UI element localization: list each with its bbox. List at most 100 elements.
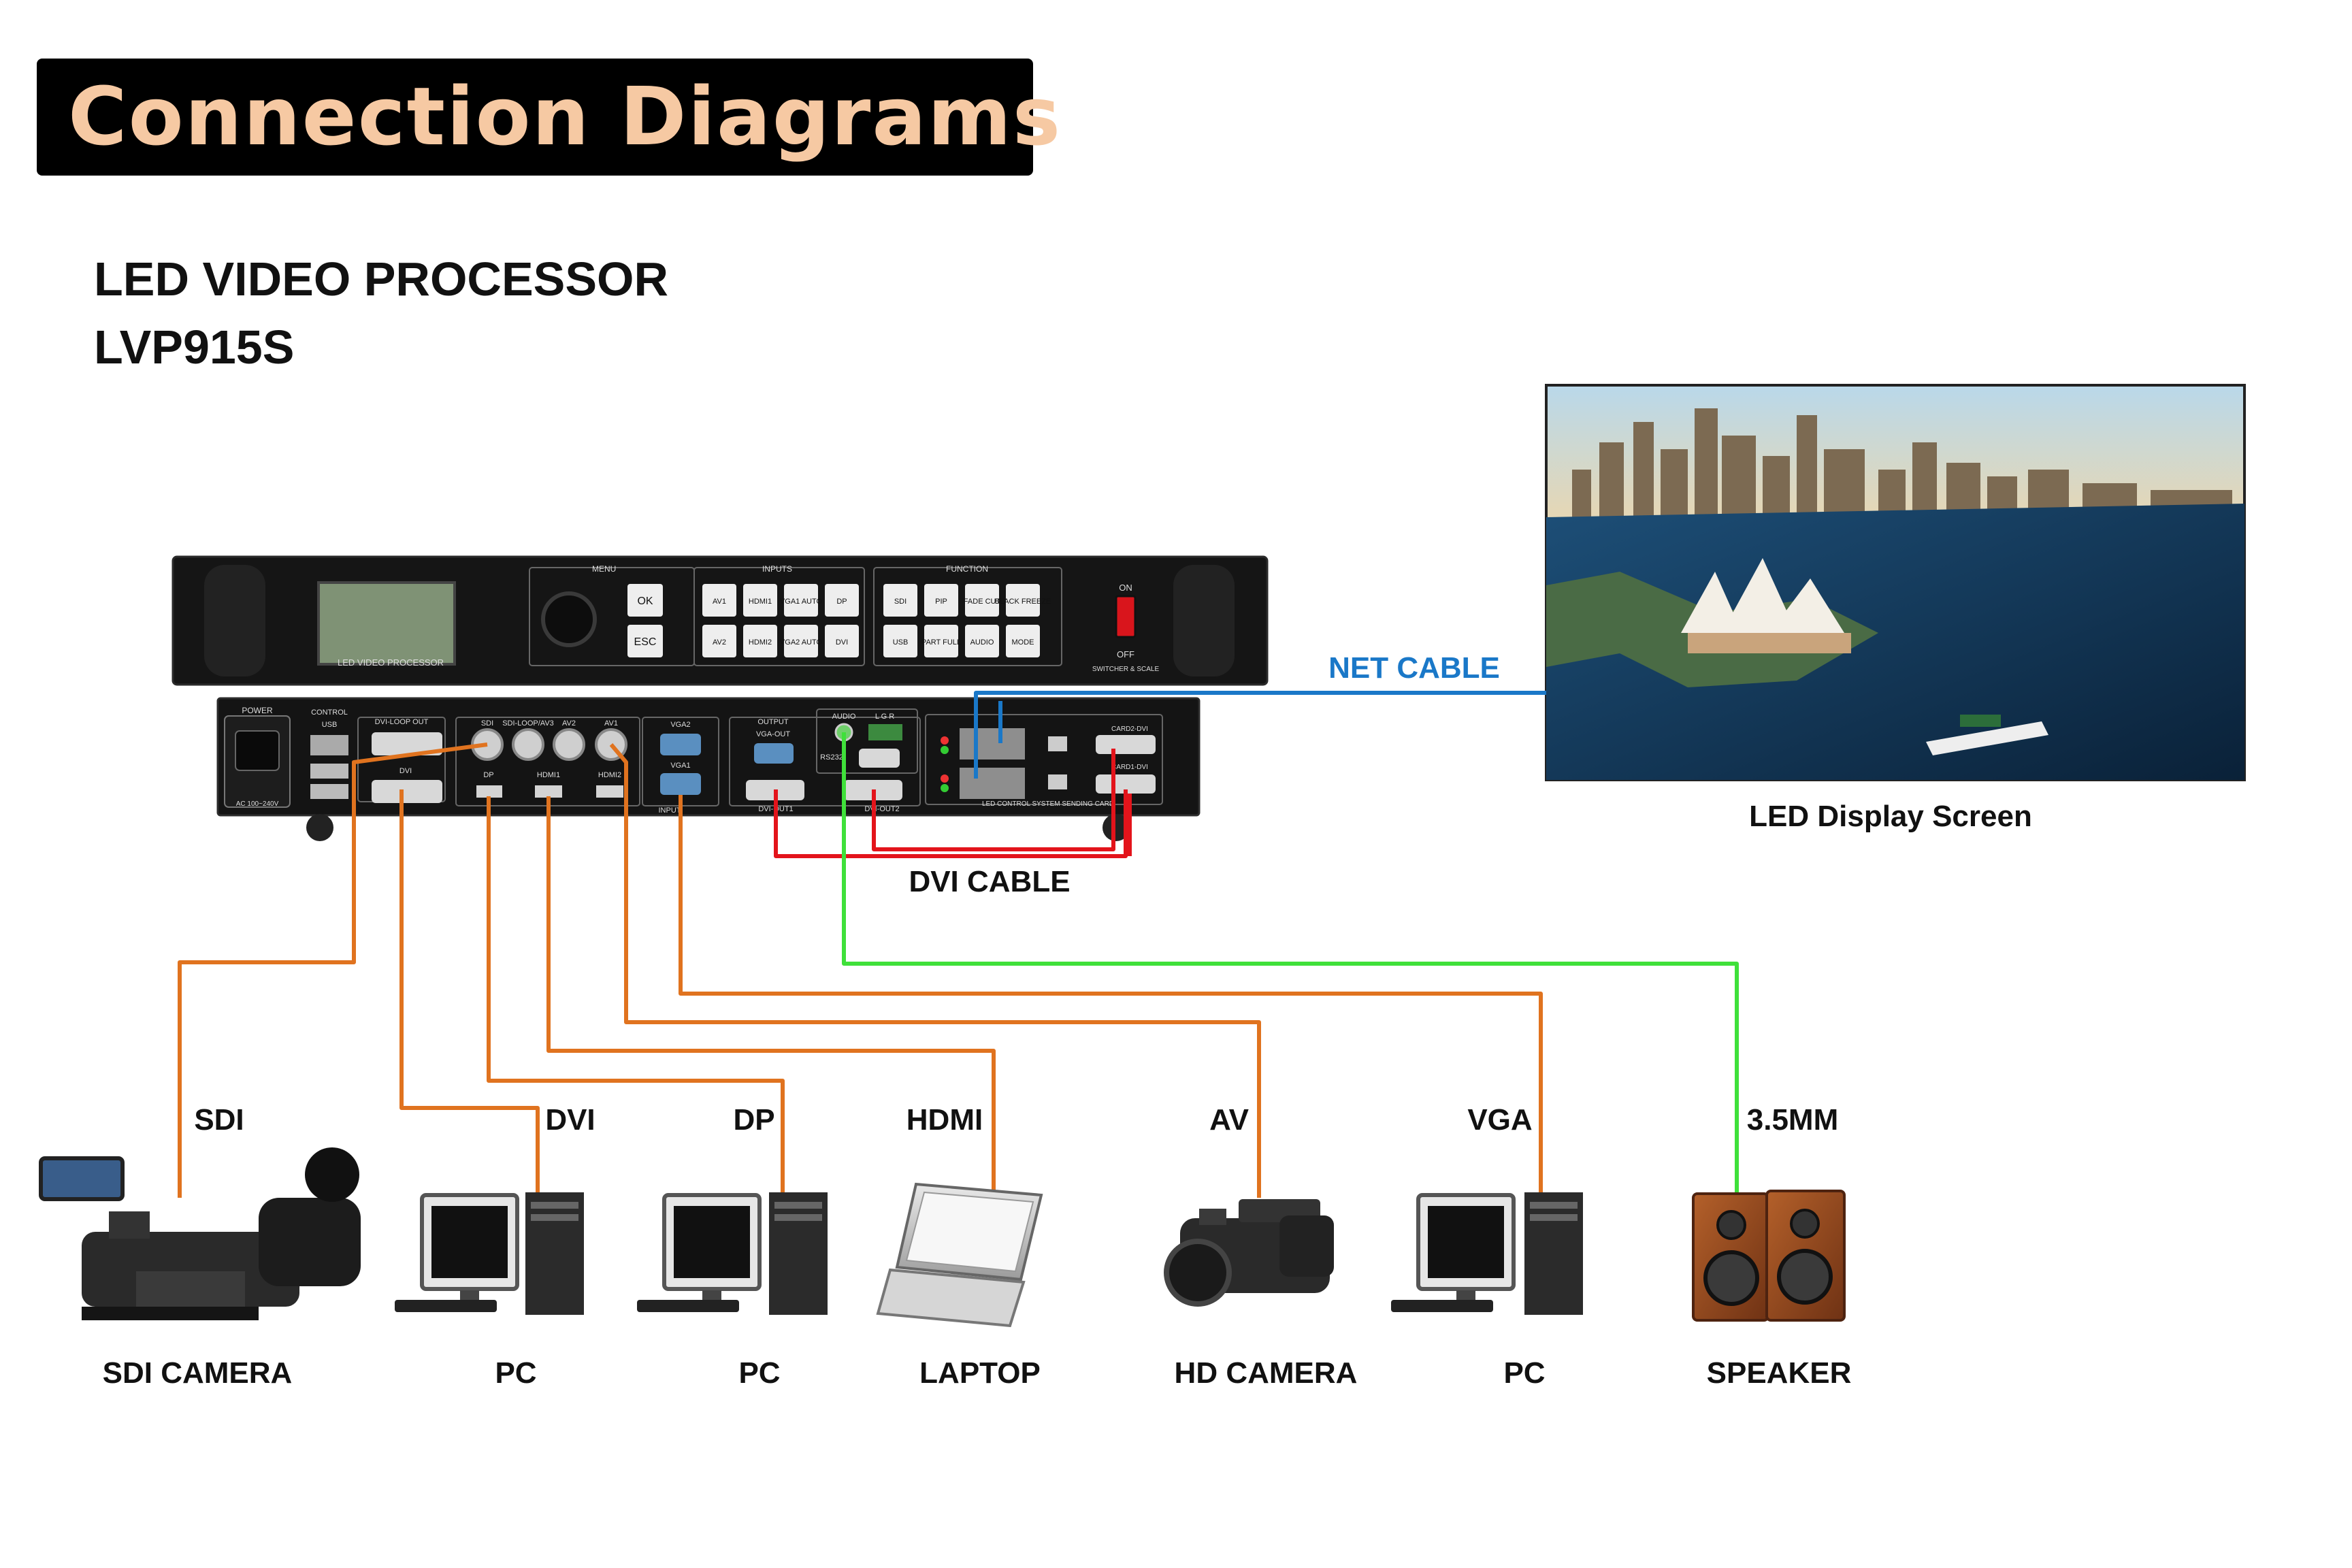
port-label-dvi: DVI: [545, 1103, 595, 1137]
input-button-0[interactable]: [702, 584, 736, 617]
page-title: Connection Diagrams: [68, 69, 1062, 163]
card2-dvi-label: CARD2-DVI: [1111, 725, 1148, 733]
function-button-6[interactable]: [965, 625, 999, 657]
usb-port-1[interactable]: [310, 764, 348, 779]
device-label-pc-2: PC: [738, 1356, 780, 1390]
hdmi2-port[interactable]: [596, 785, 623, 798]
vga-out-port[interactable]: [754, 743, 794, 764]
function-button-label-7: MODE: [1012, 638, 1034, 647]
dvi-out2-label: DVI-OUT2: [864, 805, 899, 813]
rs232-label: RS232: [820, 753, 843, 762]
opera-house: [1681, 558, 1844, 633]
usb-b-port-card2[interactable]: [1048, 736, 1067, 751]
audio-lr-label: L G R: [875, 713, 894, 721]
input-button-label-2: VGA1 AUTO: [780, 598, 823, 606]
led-screen-label: LED Display Screen: [1749, 800, 2032, 833]
function-button-2[interactable]: [965, 584, 999, 617]
dp-cable: [487, 796, 785, 1198]
card1-dvi-port[interactable]: [1096, 774, 1156, 794]
input-button-6[interactable]: [784, 625, 818, 657]
hdmi1-port[interactable]: [535, 785, 562, 798]
port-label-hdmi: HDMI: [906, 1103, 983, 1137]
input-button-1[interactable]: [743, 584, 777, 617]
input-button-5[interactable]: [743, 625, 777, 657]
port-label-dp: DP: [733, 1103, 774, 1137]
subtitle-line-2: LVP915S: [94, 321, 295, 374]
led-display-screen: [1545, 384, 2246, 781]
function-button-label-1: PIP: [935, 598, 947, 606]
port-label-vga: VGA: [1467, 1103, 1532, 1137]
usb-port-2[interactable]: [310, 784, 348, 799]
function-button-3[interactable]: [1006, 584, 1040, 617]
device-label-laptop: LAPTOP: [919, 1356, 1041, 1390]
vga-out-label: VGA-OUT: [756, 730, 790, 738]
vga1-port[interactable]: [660, 773, 701, 795]
menu-knob[interactable]: [541, 591, 597, 647]
device-label-pc-1: PC: [495, 1356, 536, 1390]
title-banner: Connection Diagrams: [37, 59, 1060, 176]
function-button-label-0: SDI: [894, 598, 906, 606]
hd-camera: [1164, 1199, 1334, 1307]
input-button-3[interactable]: [825, 584, 859, 617]
input-button-7[interactable]: [825, 625, 859, 657]
esc-label: ESC: [634, 636, 657, 648]
cables: [178, 691, 1739, 1198]
power-switch[interactable]: [1115, 595, 1137, 638]
net-port-card2[interactable]: [960, 728, 1025, 760]
function-button-0[interactable]: [883, 584, 917, 617]
card1-dvi-label: CARD1-DVI: [1111, 764, 1148, 771]
device-label-pc-3: PC: [1503, 1356, 1545, 1390]
vga2-label: VGA2: [670, 721, 690, 729]
input-button-label-0: AV1: [713, 598, 726, 606]
function-button-7[interactable]: [1006, 625, 1040, 657]
lcd-label: LED VIDEO PROCESSOR: [338, 657, 444, 668]
av2-port[interactable]: [553, 728, 585, 761]
av-cable: [609, 743, 1261, 1198]
function-button-4[interactable]: [883, 625, 917, 657]
ac-power-socket[interactable]: [235, 730, 280, 771]
processor-rear-panel: POWER AC 100~240V CONTROL USB DVI-LOOP O…: [216, 697, 1200, 841]
hdmi1-label: HDMI1: [537, 771, 560, 779]
input-button-4[interactable]: [702, 625, 736, 657]
audio-terminal-block[interactable]: [868, 724, 902, 740]
dvi-in-port[interactable]: [372, 780, 442, 803]
dp-label: DP: [483, 771, 493, 779]
vga-cable: [679, 795, 1543, 1198]
usb-label: USB: [322, 721, 338, 729]
esc-button[interactable]: [627, 625, 663, 657]
dvi-loop-out-port[interactable]: [372, 732, 442, 755]
function-button-label-2: FADE CUT: [964, 598, 1001, 606]
function-button-label-3: BLACK FREEZE: [995, 598, 1051, 606]
audio-cable: [842, 732, 1739, 1198]
net-port-card1[interactable]: [960, 768, 1025, 799]
dp-port[interactable]: [476, 785, 502, 798]
vga2-port[interactable]: [660, 734, 701, 755]
laptop: [876, 1182, 1043, 1328]
sdi-loop-port[interactable]: [512, 728, 544, 761]
function-button-1[interactable]: [924, 584, 958, 617]
usb-b-port-card1[interactable]: [1048, 774, 1067, 789]
menu-label: MENU: [592, 564, 616, 574]
input-button-2[interactable]: [784, 584, 818, 617]
av1-label: AV1: [604, 719, 618, 728]
dvi-in-label: DVI: [399, 767, 412, 775]
dvi-loop-out-label: DVI-LOOP OUT: [375, 718, 429, 726]
sending-card-label: LED CONTROL SYSTEM SENDING CARD: [982, 800, 1114, 808]
input-button-label-5: HDMI2: [749, 638, 772, 647]
function-label: FUNCTION: [946, 564, 988, 574]
port-label-av: AV: [1209, 1103, 1250, 1137]
hdmi2-label: HDMI2: [598, 771, 621, 779]
sdi-label: SDI: [481, 719, 493, 728]
ac-label: AC 100~240V: [236, 800, 279, 808]
power-label: POWER: [242, 706, 273, 715]
card2-dvi-port[interactable]: [1096, 735, 1156, 754]
function-button-5[interactable]: [924, 625, 958, 657]
sdi-cable: [178, 742, 488, 1198]
ok-button[interactable]: [627, 584, 663, 617]
input-button-label-7: DVI: [836, 638, 848, 647]
port-label-3-5mm: 3.5MM: [1747, 1103, 1838, 1137]
rs232-port[interactable]: [859, 749, 900, 768]
control-rj45-port[interactable]: [310, 735, 348, 755]
